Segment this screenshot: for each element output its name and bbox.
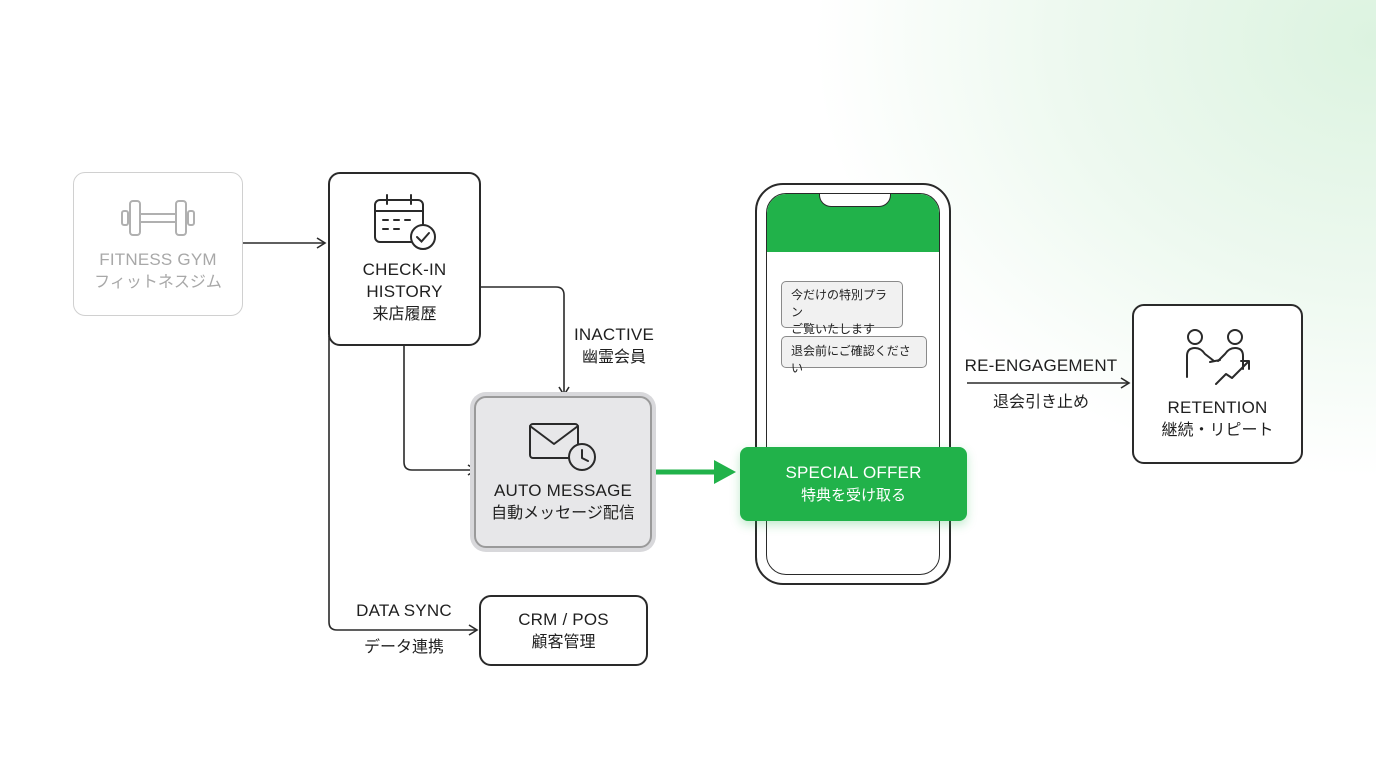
data-sync-label-jp: データ連携 <box>363 637 444 656</box>
data-sync-edge-label: DATA SYNC データ連携 <box>348 600 460 658</box>
checkin-label-jp: 来店履歴 <box>372 304 437 323</box>
reengagement-label-jp: 退会引き止め <box>992 392 1089 411</box>
crm-label-en: CRM / POS <box>518 609 609 629</box>
auto-message-node: AUTO MESSAGE 自動メッセージ配信 <box>474 396 652 548</box>
crm-label-jp: 顧客管理 <box>531 631 596 651</box>
phone-notch <box>819 194 891 207</box>
special-offer-button[interactable]: SPECIAL OFFER 特典を受け取る <box>740 447 967 521</box>
fitness-gym-node: FITNESS GYM フィットネスジム <box>73 172 243 316</box>
auto-message-label-en: AUTO MESSAGE <box>493 481 633 500</box>
offer-label-en: SPECIAL OFFER <box>785 463 922 482</box>
dumbbell-icon <box>121 200 195 236</box>
retention-label-en: RETENTION <box>1167 398 1268 417</box>
retention-label-jp: 継続・リピート <box>1161 420 1274 439</box>
gym-label-jp: フィットネスジム <box>94 272 222 291</box>
inactive-label-en: INACTIVE <box>573 325 654 344</box>
edge-auto-offer-arrowhead <box>714 460 736 484</box>
mail-clock-icon <box>529 423 596 471</box>
message-1-line-2: ご覧いたします <box>791 322 876 336</box>
check-in-history-node: CHECK-IN HISTORY 来店履歴 <box>328 172 481 346</box>
offer-label-jp: 特典を受け取る <box>800 486 906 504</box>
inactive-edge-label: INACTIVE 幽霊会員 <box>568 324 660 368</box>
message-bubble-1: 今だけの特別プラン ご覧いたします <box>781 281 903 336</box>
retention-node: RETENTION 継続・リピート <box>1132 304 1303 464</box>
edge-data-sync <box>328 336 479 636</box>
crm-pos-node: CRM / POS 顧客管理 <box>479 595 648 666</box>
checkin-label-en: CHECK-IN HISTORY <box>362 260 447 301</box>
gym-label-en: FITNESS GYM <box>99 250 217 269</box>
smartphone-mockup: 今だけの特別プラン ご覧いたします 退会前にご確認ください <box>755 183 951 585</box>
message-1-line-1: 今だけの特別プラン <box>791 288 888 319</box>
message-2-text: 退会前にご確認ください <box>791 344 911 375</box>
inactive-label-jp: 幽霊会員 <box>581 347 646 366</box>
handshake-growth-icon <box>1185 329 1250 385</box>
auto-message-label-jp: 自動メッセージ配信 <box>491 503 635 522</box>
re-engagement-edge-label: RE-ENGAGEMENT 退会引き止め <box>960 355 1122 413</box>
edge-inactive <box>481 286 570 397</box>
calendar-check-icon <box>373 194 436 250</box>
edge-checkin-auto <box>403 346 478 476</box>
reengagement-label-en: RE-ENGAGEMENT <box>964 356 1118 375</box>
message-bubble-2: 退会前にご確認ください <box>781 336 927 375</box>
data-sync-label-en: DATA SYNC <box>356 601 452 620</box>
